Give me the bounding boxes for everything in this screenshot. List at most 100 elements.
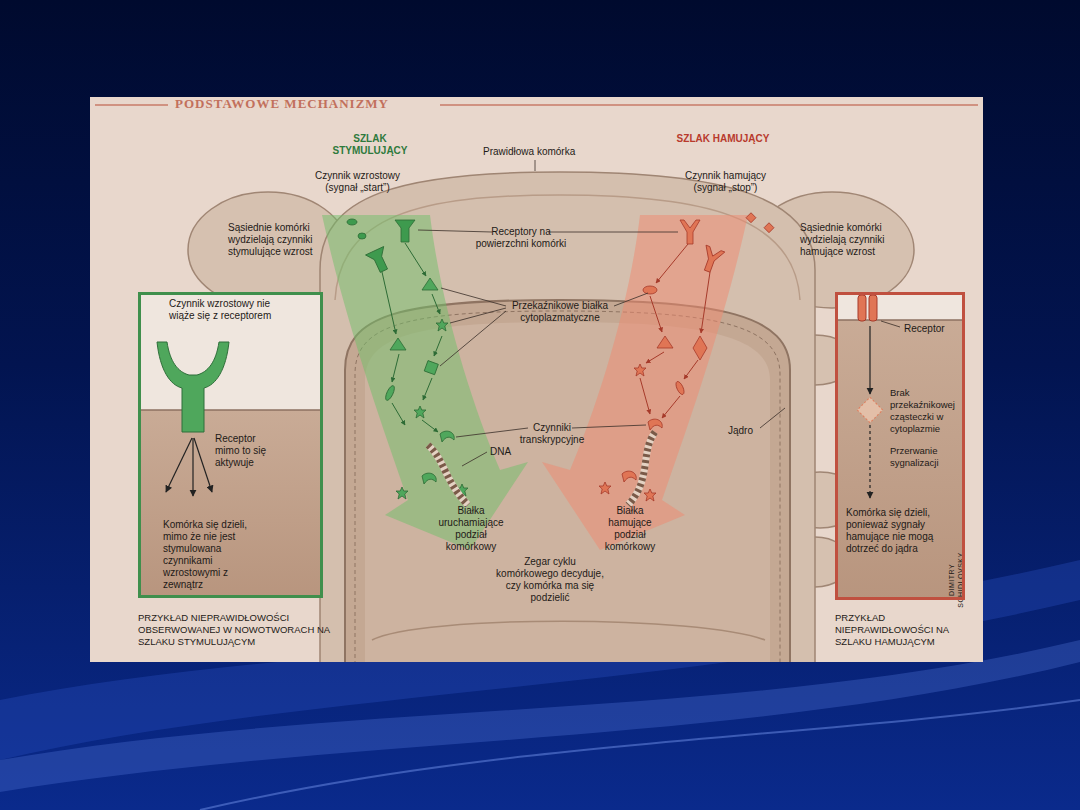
- red-relay-protein-part: [634, 364, 646, 376]
- inhibiting-factor-part: [764, 223, 774, 233]
- green-signal-arrow-part: [405, 243, 426, 276]
- callout-label: Zegar cyklu komórkowego decyduje, czy ko…: [494, 556, 606, 604]
- red-signal-arrow-part: [662, 396, 680, 418]
- green-relay-protein-part: [384, 384, 396, 401]
- red-relay-protein-part: [648, 419, 662, 430]
- red-relay-protein: [599, 286, 707, 501]
- growth-factor-part: [395, 220, 415, 242]
- inset-inhibiting-part: [881, 321, 900, 327]
- red-signal-arrow: [640, 244, 710, 418]
- inset-inhibiting-part: [869, 425, 870, 498]
- red-relay-protein-part: [643, 286, 657, 294]
- red-signal-arrow-part: [646, 352, 664, 363]
- red-signal-arrow-part: [684, 360, 698, 379]
- callout-label: Jądro: [728, 425, 753, 437]
- green-relay-protein-part: [424, 361, 438, 375]
- inset-inhibiting: [835, 292, 965, 600]
- leader-line-part: [441, 288, 506, 306]
- box-text: Receptor mimo to się aktywuje: [215, 433, 281, 469]
- red-signal-arrow-part: [640, 378, 650, 414]
- box-text: Przerwanie sygnalizacji: [890, 445, 962, 469]
- inset-stimulating-part: [157, 342, 229, 432]
- pathway-heading: SZLAK STYMULUJĄCY: [320, 133, 420, 157]
- inset-stimulating-part: [138, 410, 323, 598]
- inset-box: ReceptorBrak przekaźnikowej cząsteczki w…: [835, 292, 965, 600]
- inset-stimulating-part-part: [194, 438, 212, 492]
- inset-stimulating-part: [166, 438, 212, 496]
- nucleus-floor: [372, 621, 765, 640]
- green-relay-protein-part: [422, 473, 436, 484]
- inset-inhibiting-part: [858, 295, 866, 321]
- green-signal-arrow: [382, 243, 442, 432]
- red-signal-arrow-part: [650, 296, 662, 332]
- leader-line-part: [456, 428, 528, 437]
- red-relay-protein-part: [622, 471, 636, 482]
- dna-helix-part: [628, 432, 655, 505]
- callout-label: Czynnik wzrostowy (sygnał „start”): [300, 170, 415, 194]
- inset-stimulating: [138, 292, 323, 598]
- leader-line: [418, 160, 785, 466]
- inset-stimulating-part-part: [166, 438, 192, 492]
- leader-line-part: [760, 408, 785, 428]
- inset-box: Czynnik wzrostowy nie wiąże się z recept…: [138, 292, 323, 598]
- green-relay-protein-part: [390, 338, 406, 350]
- callout-label: Przekaźnikowe białka cytoplazmatyczne: [500, 300, 620, 324]
- green-signal-arrow-part: [382, 272, 396, 334]
- callout-label: Receptory na powierzchni komórki: [466, 226, 576, 250]
- stimulating-band: [322, 215, 528, 550]
- leader-line-part: [535, 160, 536, 171]
- callout-label: Sąsiednie komórki wydzielają czynniki st…: [228, 222, 324, 258]
- red-relay-protein-part: [657, 336, 673, 348]
- figure-title: PODSTAWOWE MECHANIZMY: [175, 96, 389, 112]
- green-relay-protein-part: [396, 487, 408, 499]
- cell-body: [320, 172, 815, 662]
- growth-factor-part: [366, 247, 393, 275]
- green-signal-arrow-part: [392, 403, 405, 425]
- green-relay-protein-part: [436, 319, 448, 331]
- green-signal-arrow-part: [392, 354, 399, 382]
- callout-label: Czynnik hamujący (sygnał „stop”): [668, 170, 783, 194]
- leader-line-part: [418, 230, 492, 232]
- title-rule-part: [440, 104, 978, 106]
- inset-stimulating-part: [138, 409, 323, 411]
- growth-factor-part: [358, 233, 366, 239]
- leader-line-part: [548, 232, 678, 233]
- slide-swoosh-part: [0, 640, 1080, 792]
- dna-helix-part: [428, 445, 468, 505]
- callout-label: Czynniki transkrypcyjne: [515, 422, 589, 446]
- inset-inhibiting-part: [835, 292, 965, 320]
- green-relay-protein: [384, 278, 468, 499]
- green-signal-arrow-part: [432, 294, 440, 314]
- box-text: Komórka się dzieli, mimo że nie jest sty…: [163, 519, 267, 591]
- green-signal-arrow-part: [434, 336, 442, 356]
- inset-caption: PRZYKŁAD NIEPRAWIDŁOWOŚCI NA SZLAKU HAMU…: [835, 612, 967, 648]
- inhibiting-band: [542, 215, 748, 550]
- leader-line-part: [614, 293, 648, 306]
- inhibiting-factor: [680, 213, 774, 275]
- callout-label: Białka hamujące podział komórkowy: [594, 505, 666, 553]
- slide-swoosh-part: [200, 700, 1080, 810]
- box-text: Receptor: [904, 323, 956, 335]
- red-relay-protein-part: [644, 489, 656, 501]
- callout-label: Białka uruchamiające podział komórkowy: [435, 505, 507, 553]
- inhibiting-factor-part: [680, 220, 700, 244]
- green-signal-arrow-part: [423, 378, 432, 400]
- callout-label: DNA: [490, 446, 511, 458]
- growth-factor: [347, 219, 415, 275]
- growth-factor-part: [347, 219, 357, 225]
- inset-inhibiting-part: [869, 326, 870, 394]
- callout-label: Sąsiednie komórki wydzielają czynniki ha…: [800, 222, 895, 258]
- callout-label: Prawidłowa komórka: [483, 146, 575, 158]
- leader-line-part: [572, 425, 646, 428]
- inhibiting-factor-part: [746, 213, 756, 223]
- inset-stimulating-part-part: [192, 438, 193, 496]
- box-text: Czynnik wzrostowy nie wiąże się z recept…: [169, 298, 281, 322]
- dna-helix-part: [628, 432, 655, 505]
- red-relay-protein-part: [599, 482, 611, 494]
- green-relay-protein-part: [414, 406, 426, 418]
- green-signal-arrow-part: [422, 420, 438, 432]
- dna-helix-part: [428, 445, 468, 505]
- red-signal-arrow-part: [656, 244, 688, 283]
